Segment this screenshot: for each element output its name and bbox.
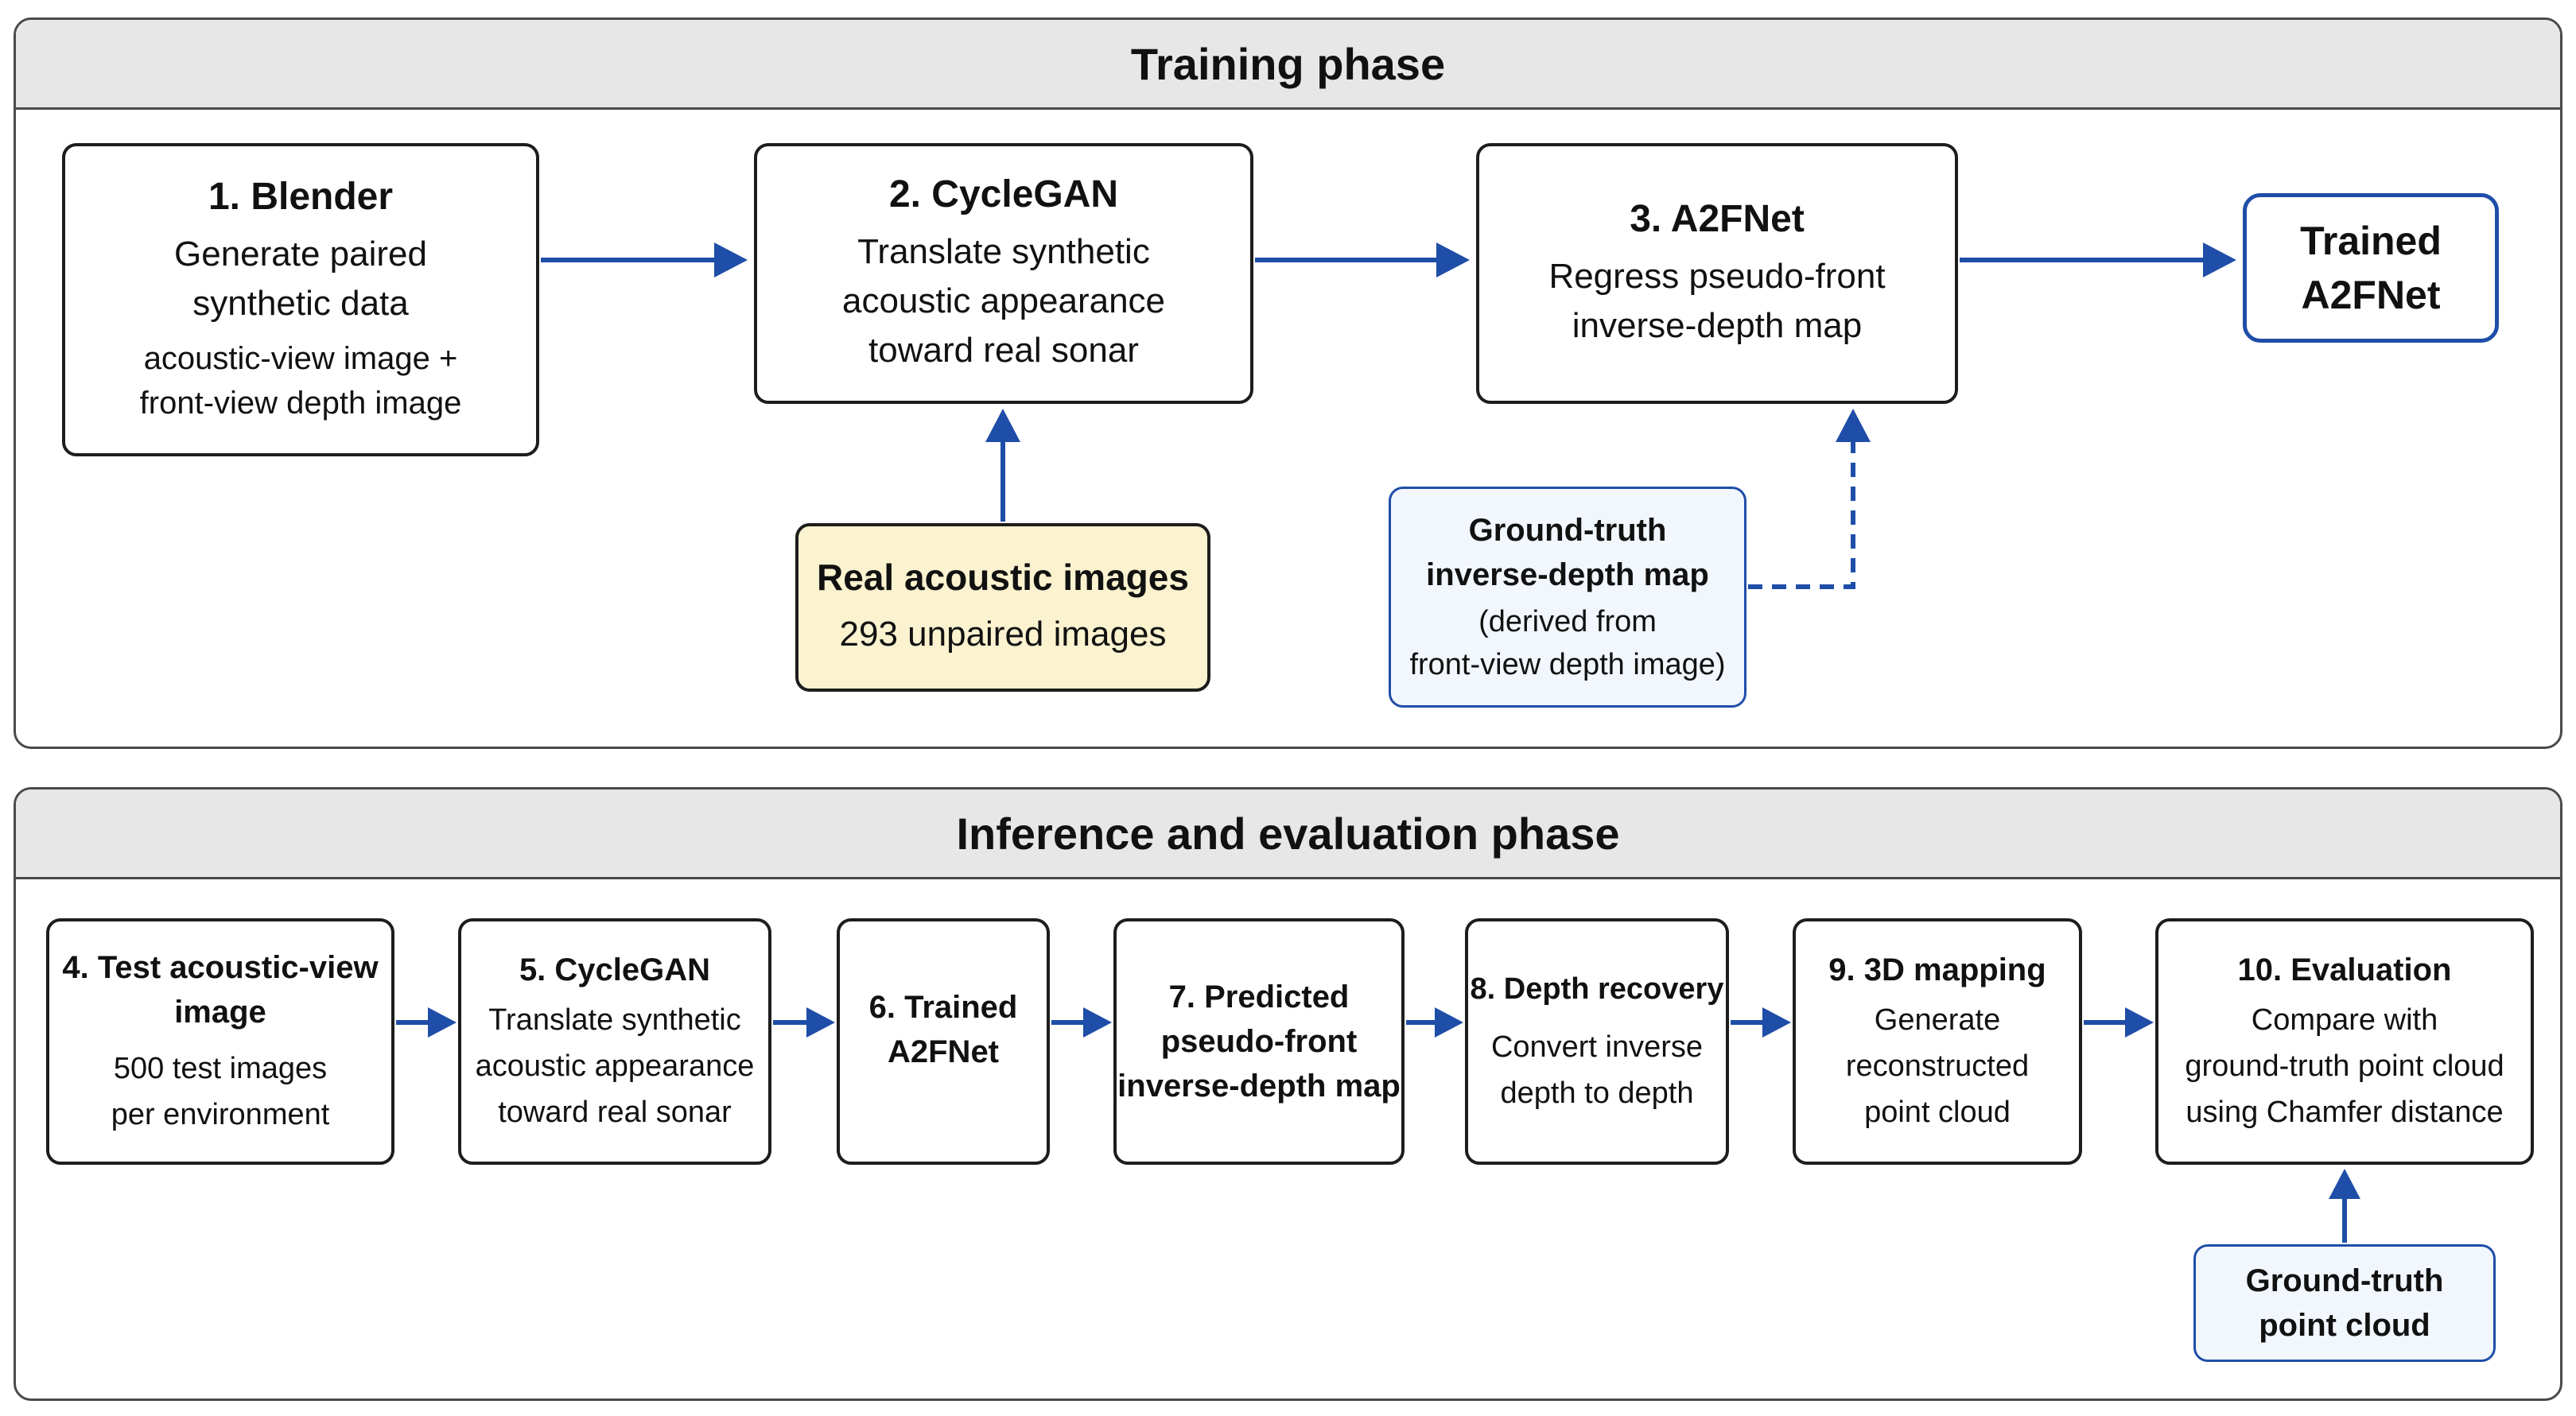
blender-desc-4: front-view depth image (139, 385, 462, 421)
step10-sub-2: ground-truth point cloud (2185, 1049, 2504, 1083)
cyclegan-desc-3: toward real sonar (868, 330, 1139, 370)
step4-sub-2: per environment (111, 1098, 330, 1131)
trained-a2fnet-box: Trained A2FNet (2243, 193, 2499, 343)
step6-line2: A2FNet (887, 1034, 1000, 1069)
a2fnet-box: 3. A2FNet Regress pseudo-front inverse-d… (1476, 143, 1958, 404)
step10-sub-3: using Chamfer distance (2186, 1096, 2504, 1129)
step7-predicted-box: 7. Predicted pseudo-front inverse-depth … (1113, 918, 1405, 1165)
a2fnet-desc-2: inverse-depth map (1572, 305, 1863, 345)
cyclegan-desc-1: Translate synthetic (857, 231, 1150, 271)
blender-box: 1. Blender Generate paired synthetic dat… (62, 143, 539, 456)
gt-point-cloud-box: Ground-truth point cloud (2193, 1244, 2496, 1362)
gt-depth-line4: front-view depth image) (1409, 648, 1726, 681)
gt-depth-line2: inverse-depth map (1426, 557, 1709, 592)
gt-cloud-line2: point cloud (2259, 1308, 2430, 1343)
step4-title-1: 4. Test acoustic-view (62, 950, 379, 985)
gt-cloud-line1: Ground-truth (2245, 1263, 2444, 1298)
step6-line1: 6. Trained (868, 990, 1018, 1025)
step8-title: 8. Depth recovery (1470, 972, 1724, 1006)
step5-cyclegan-box: 5. CycleGAN Translate synthetic acoustic… (458, 918, 771, 1165)
step10-title: 10. Evaluation (2237, 952, 2452, 987)
step5-sub-1: Translate synthetic (488, 1003, 741, 1037)
step9-sub-3: point cloud (1864, 1096, 2011, 1129)
step9-3d-mapping-box: 9. 3D mapping Generate reconstructed poi… (1793, 918, 2082, 1165)
step7-line2: pseudo-front (1160, 1024, 1358, 1059)
step4-sub-1: 500 test images (113, 1052, 328, 1085)
step9-title: 9. 3D mapping (1828, 952, 2046, 987)
step8-sub-2: depth to depth (1500, 1077, 1694, 1110)
blender-title: 1. Blender (208, 175, 394, 218)
cyclegan-title: 2. CycleGAN (888, 173, 1119, 215)
step10-sub-1: Compare with (2251, 1003, 2438, 1037)
gt-inverse-depth-box: Ground-truth inverse-depth map (derived … (1389, 487, 1746, 708)
blender-desc-3: acoustic-view image + (143, 340, 458, 376)
blender-desc-2: synthetic data (192, 283, 409, 323)
training-phase-title: Training phase (16, 20, 2560, 110)
step4-test-image-box: 4. Test acoustic-view image 500 test ima… (46, 918, 394, 1165)
gt-depth-line1: Ground-truth (1468, 513, 1667, 548)
step5-sub-2: acoustic appearance (475, 1049, 755, 1083)
a2fnet-desc-1: Regress pseudo-front (1548, 256, 1886, 296)
step8-sub-1: Convert inverse (1490, 1030, 1704, 1064)
real-acoustic-subtitle: 293 unpaired images (839, 615, 1167, 654)
step10-evaluation-box: 10. Evaluation Compare with ground-truth… (2155, 918, 2534, 1165)
inference-phase-title: Inference and evaluation phase (16, 789, 2560, 879)
step9-sub-2: reconstructed (1845, 1049, 2030, 1083)
step5-title: 5. CycleGAN (519, 952, 711, 987)
cyclegan-desc-2: acoustic appearance (841, 281, 1166, 320)
real-acoustic-images-box: Real acoustic images 293 unpaired images (795, 523, 1210, 692)
step7-line3: inverse-depth map (1117, 1069, 1401, 1104)
blender-desc-1: Generate paired (174, 234, 427, 274)
step8-depth-recovery-box: 8. Depth recovery Convert inverse depth … (1465, 918, 1729, 1165)
step5-sub-3: toward real sonar (498, 1096, 732, 1129)
step4-title-2: image (174, 995, 266, 1030)
step7-line1: 7. Predicted (1168, 980, 1350, 1014)
cyclegan-box: 2. CycleGAN Translate synthetic acoustic… (754, 143, 1253, 404)
trained-a2fnet-line1: Trained (2300, 219, 2442, 263)
trained-a2fnet-line2: A2FNet (2301, 273, 2441, 317)
step9-sub-1: Generate (1874, 1003, 2001, 1037)
real-acoustic-title: Real acoustic images (817, 557, 1189, 598)
step6-trained-a2fnet-box: 6. Trained A2FNet (837, 918, 1050, 1165)
a2fnet-title: 3. A2FNet (1630, 197, 1805, 240)
gt-depth-line3: (derived from (1478, 605, 1657, 638)
